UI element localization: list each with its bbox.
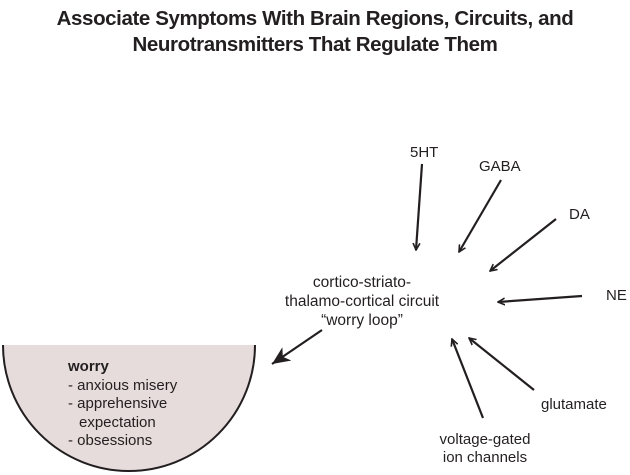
title-line-2: Neurotransmitters That Regulate Them bbox=[132, 33, 498, 56]
title-line-1: Associate Symptoms With Brain Regions, C… bbox=[56, 7, 574, 30]
worry-semicircle bbox=[3, 345, 255, 471]
arrow-voltage-gated bbox=[452, 339, 485, 419]
label-voltage-line-1: voltage-gated bbox=[439, 431, 531, 448]
label-ne: NE bbox=[606, 287, 627, 304]
symptom-item: - anxious misery bbox=[68, 376, 178, 394]
symptom-heading: worry bbox=[68, 358, 109, 375]
label-voltage-line-2: ion channels bbox=[442, 449, 528, 466]
diagram-title: Associate Symptoms With Brain Regions, C… bbox=[0, 6, 630, 58]
arrow-gaba bbox=[458, 179, 502, 252]
worry-symptom-list: worry - anxious misery - apprehensive ex… bbox=[68, 358, 177, 451]
arrow-5ht bbox=[416, 163, 424, 250]
arrow-da bbox=[490, 218, 557, 271]
label-5ht: 5HT bbox=[410, 144, 439, 161]
symptom-item-continuation: expectation bbox=[79, 413, 156, 431]
symptom-item: - apprehensive bbox=[68, 395, 168, 412]
symptom-item: - obsessions bbox=[68, 432, 153, 449]
arrow-to-worry bbox=[271, 329, 323, 365]
label-da: DA bbox=[569, 206, 590, 223]
label-voltage-gated-ion-channels: voltage-gated ion channels bbox=[430, 431, 540, 467]
circuit-label: cortico-striato- thalamo-cortical circui… bbox=[282, 273, 442, 330]
label-gaba: GABA bbox=[479, 158, 521, 175]
circuit-line-3: “worry loop” bbox=[321, 312, 403, 329]
arrow-ne bbox=[498, 294, 583, 302]
circuit-line-2: thalamo-cortical circuit bbox=[284, 293, 440, 310]
circuit-line-1: cortico-striato- bbox=[312, 274, 412, 291]
arrow-glutamate bbox=[469, 338, 535, 391]
label-glutamate: glutamate bbox=[541, 396, 607, 413]
worry-semicircle-outline bbox=[2, 344, 256, 472]
